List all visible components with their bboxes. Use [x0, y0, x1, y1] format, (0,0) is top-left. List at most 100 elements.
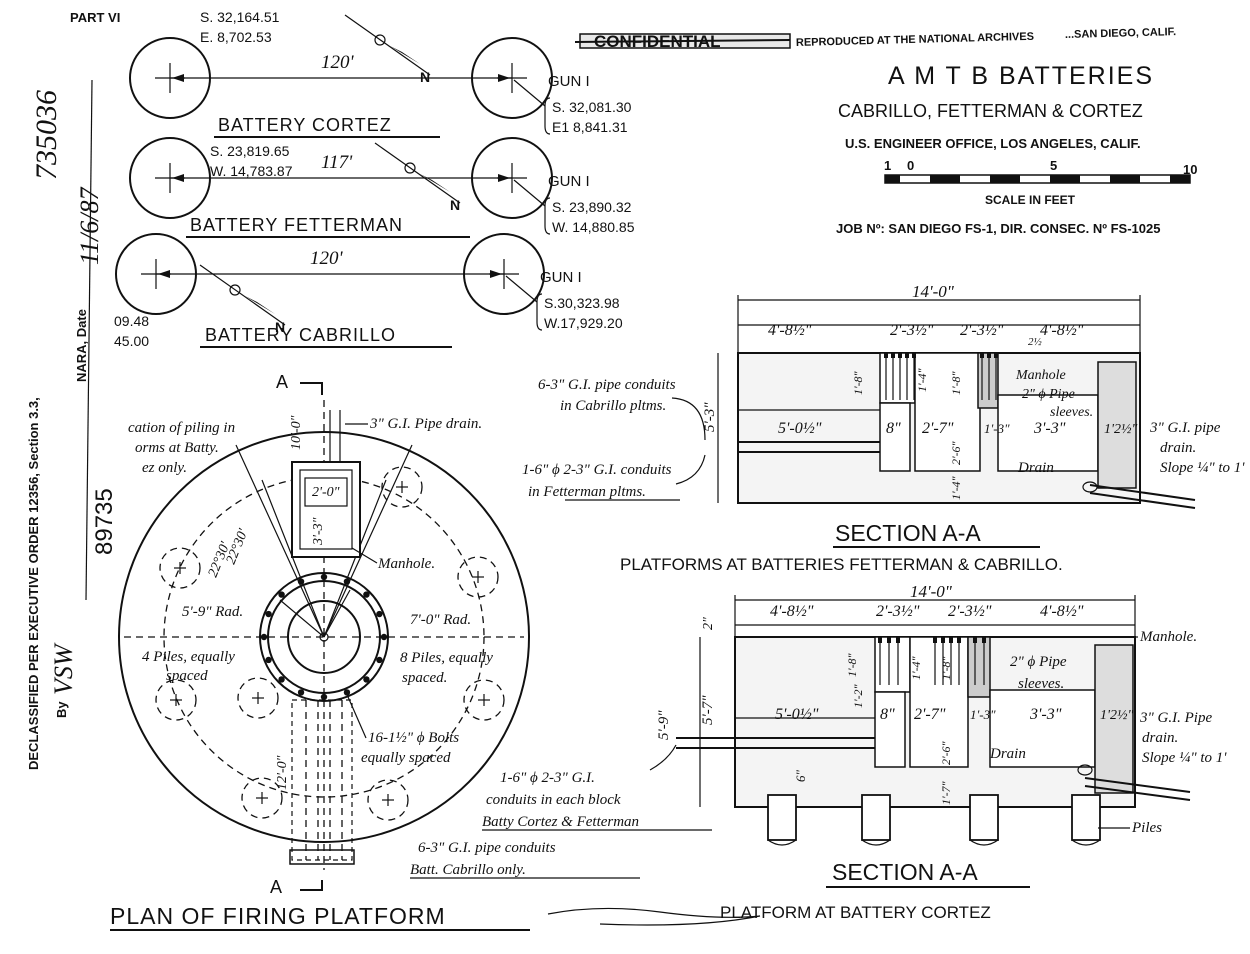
manhole-note: Manhole. [377, 556, 435, 572]
gun-coord-south: S. 32,081.30 [552, 99, 632, 115]
pipe-sleeve-cap [941, 637, 945, 643]
s1-top-dim-1: 4'-8½" [768, 322, 812, 339]
s2-sleeves-1: 2" ϕ Pipe [1010, 654, 1067, 670]
s2-bottom-dim: 6" [793, 770, 808, 783]
bolt-marker [363, 591, 370, 598]
dim-top: 10'-0" [289, 415, 304, 450]
s2-top-dim-2: 2'-3½" [876, 603, 920, 620]
s2-vert-dim-4: 1'-2" [851, 683, 865, 708]
s2-conduits-1: 1-6" ϕ 2-3" G.I. [500, 770, 595, 786]
conduits-note-2: Batt. Cabrillo only. [410, 862, 526, 878]
s1-vert-dim-5: 1'-4" [949, 475, 963, 500]
s2-top-dim-4: 4'-8½" [1040, 603, 1084, 620]
pile-stub-break [1071, 839, 1101, 846]
dim-box-width: 2'-0" [312, 485, 340, 500]
bolt-marker [265, 610, 272, 618]
pile-stub-break [861, 839, 891, 846]
pile-circle [241, 777, 283, 819]
battery-spacing: 117' [321, 152, 353, 173]
gun-coord-south: S. 23,890.32 [552, 199, 632, 215]
pile-markers [155, 466, 505, 821]
bolt-marker [363, 676, 370, 683]
pile-stub-break [767, 839, 797, 846]
s1-vert-dim-1: 1'-8" [851, 370, 865, 395]
piling-note-3: ez only. [142, 460, 187, 476]
gun-label: GUN I [548, 73, 590, 90]
s2-left-small: 2" [701, 617, 716, 630]
s1-cabrillo-leader [671, 397, 706, 441]
s2-mid-dim-1: 5'-0½" [775, 706, 819, 723]
pile-circle [237, 677, 279, 719]
drain-fitting [1082, 481, 1098, 493]
gun-coord-brace [536, 293, 543, 331]
north-arrow-line [374, 142, 461, 204]
gun-coord-leader [505, 275, 538, 303]
pile-circle [457, 556, 499, 598]
stamp-strike-line [574, 39, 791, 43]
gun-coord-east: E1 8,841.31 [552, 119, 628, 135]
s1-sleeves-1: 2" ϕ Pipe [1022, 387, 1075, 402]
left-coord-1: S. 23,819.65 [210, 143, 290, 159]
s2-mid-dim-6: 1'2½" [1100, 708, 1133, 723]
s1-pipe-2: drain. [1160, 440, 1196, 456]
pile-circle [381, 466, 423, 508]
s1-fetterman-leader [675, 454, 706, 485]
s2-height-b: 5'-7" [700, 695, 716, 725]
s2-conduits-2: conduits in each block [486, 792, 621, 808]
scale-tick-1: 1 [884, 158, 891, 173]
section-2-drawing [676, 595, 1191, 808]
bolt-marker [320, 693, 328, 701]
north-arrow-hub [404, 162, 416, 174]
s2-drain: Drain [989, 746, 1026, 762]
s1-top-dim-2: 2'-3½" [890, 322, 934, 339]
piles-left-2: spaced [166, 668, 208, 684]
s2-piles: Piles [1131, 820, 1162, 836]
gun-coord-brace [544, 197, 551, 235]
declass-text: DECLASSIFIED PER EXECUTIVE ORDER 12356, … [26, 397, 41, 770]
s1-drain: Drain [1017, 460, 1054, 476]
bolts-leader [344, 689, 367, 739]
archive-stamp: REPRODUCED AT THE NATIONAL ARCHIVES [796, 31, 1034, 49]
pile-stub [1071, 794, 1101, 841]
nara-label: NARA, Date [74, 309, 89, 382]
gun-coord-east: W. 14,880.85 [552, 219, 635, 235]
gun-label: GUN I [540, 269, 582, 286]
s2-mid-dim-5: 3'-3" [1029, 706, 1062, 723]
scale-bar [884, 174, 1191, 184]
left-coord-1: S. 32,164.51 [200, 9, 280, 25]
bolt-marker [265, 656, 272, 664]
dim-arrow-right [498, 74, 510, 82]
pile-circle [463, 679, 505, 721]
s1-manhole: Manhole [1015, 368, 1066, 383]
center-marker [319, 632, 329, 642]
north-arrow-hub [229, 284, 241, 296]
s1-fetterman-2: in Fetterman pltms. [528, 484, 646, 500]
pipe-sleeve-cap [891, 352, 895, 358]
pile-stub-break [969, 839, 999, 846]
s2-vert-dim-2: 1'-4" [909, 655, 923, 680]
dim-arrow-left [158, 270, 170, 278]
s1-top-dim-3: 2'-3½" [960, 322, 1004, 339]
bolt-marker [343, 578, 351, 585]
plan-scribble [547, 907, 761, 926]
s2-pipe-1: 3" G.I. Pipe [1139, 710, 1212, 726]
pipe-sleeve-cap [980, 352, 984, 358]
left-coord-2: E. 8,702.53 [200, 29, 272, 45]
north-arrow-line [344, 14, 431, 76]
gun-coord-south: S.30,323.98 [544, 295, 620, 311]
by-label: By [54, 701, 69, 718]
s1-mid-dim-6: 1'2½" [1104, 422, 1137, 437]
s2-vert-dim-1: 1'-8" [845, 652, 859, 677]
bolt-marker [380, 633, 388, 641]
drain-fitting [1077, 764, 1093, 776]
s1-title: SECTION A-A [835, 520, 981, 546]
s1-mid-dim-2: 8" [886, 420, 901, 437]
bolt-marker [376, 656, 383, 664]
battery-name: BATTERY FETTERMAN [190, 215, 403, 235]
part-label: PART VI [70, 10, 120, 25]
dim-arrow-right [490, 270, 502, 278]
s2-sleeves-2: sleeves. [1018, 676, 1064, 692]
dim-arrow-left [172, 74, 184, 82]
section-1-details [884, 352, 1098, 493]
